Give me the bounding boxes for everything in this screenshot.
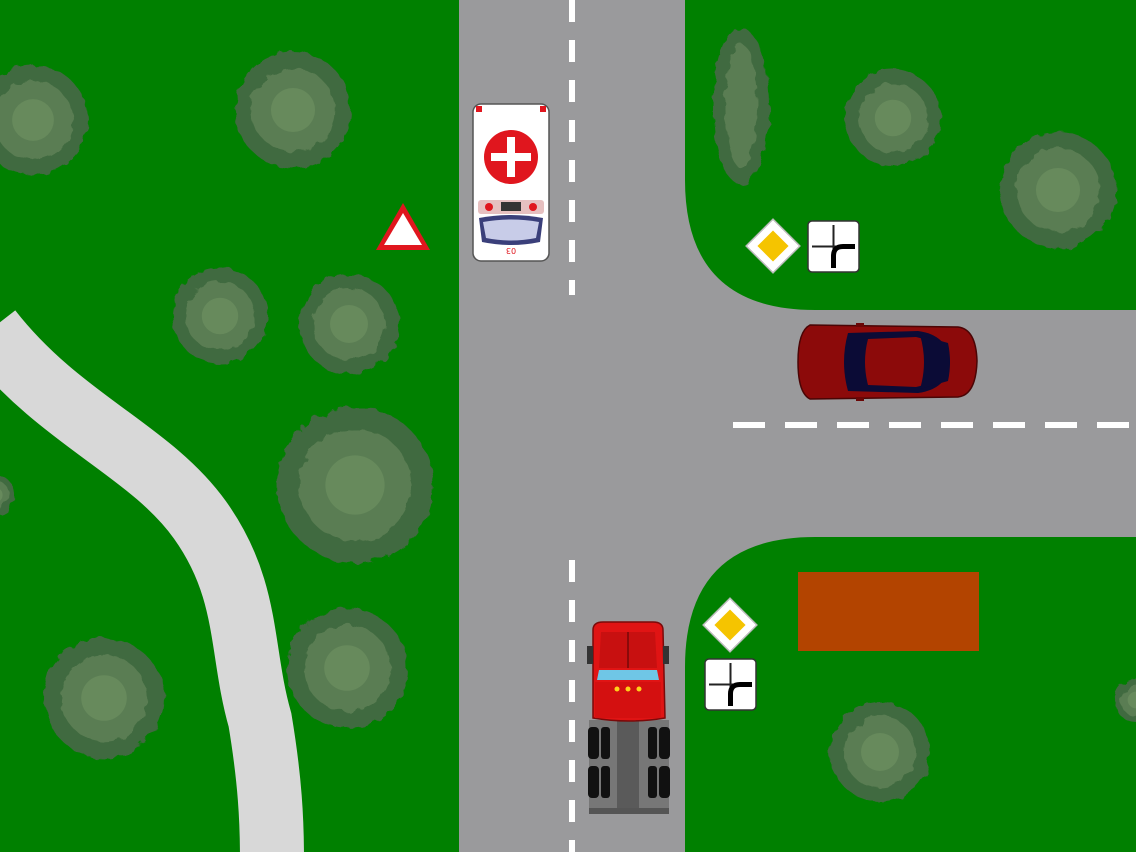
tree — [299, 274, 399, 374]
tree — [0, 65, 88, 175]
road-markings — [569, 0, 1136, 852]
tree — [172, 268, 268, 364]
tree — [287, 608, 407, 728]
tree — [0, 475, 15, 515]
give-way-sign — [376, 203, 430, 250]
tree — [1114, 678, 1136, 722]
hedge — [713, 28, 769, 184]
truck-icon — [587, 621, 670, 814]
footpath — [0, 309, 304, 852]
priority-road-sign-ne — [745, 218, 801, 274]
tree — [235, 52, 351, 168]
ambulance-label: 03 — [506, 246, 516, 255]
tree — [845, 70, 941, 166]
tree — [44, 638, 164, 758]
priority-road-sign-se — [702, 597, 758, 653]
priority-direction-plate-se — [704, 658, 757, 711]
red-truck — [587, 621, 670, 814]
building-plot — [798, 572, 979, 651]
tree — [1000, 132, 1116, 248]
tree — [830, 702, 930, 802]
tree — [277, 407, 433, 563]
ambulance: 03 — [472, 103, 550, 262]
red-car — [797, 323, 978, 401]
priority-direction-plate-ne — [807, 220, 860, 273]
trees — [0, 28, 1136, 802]
